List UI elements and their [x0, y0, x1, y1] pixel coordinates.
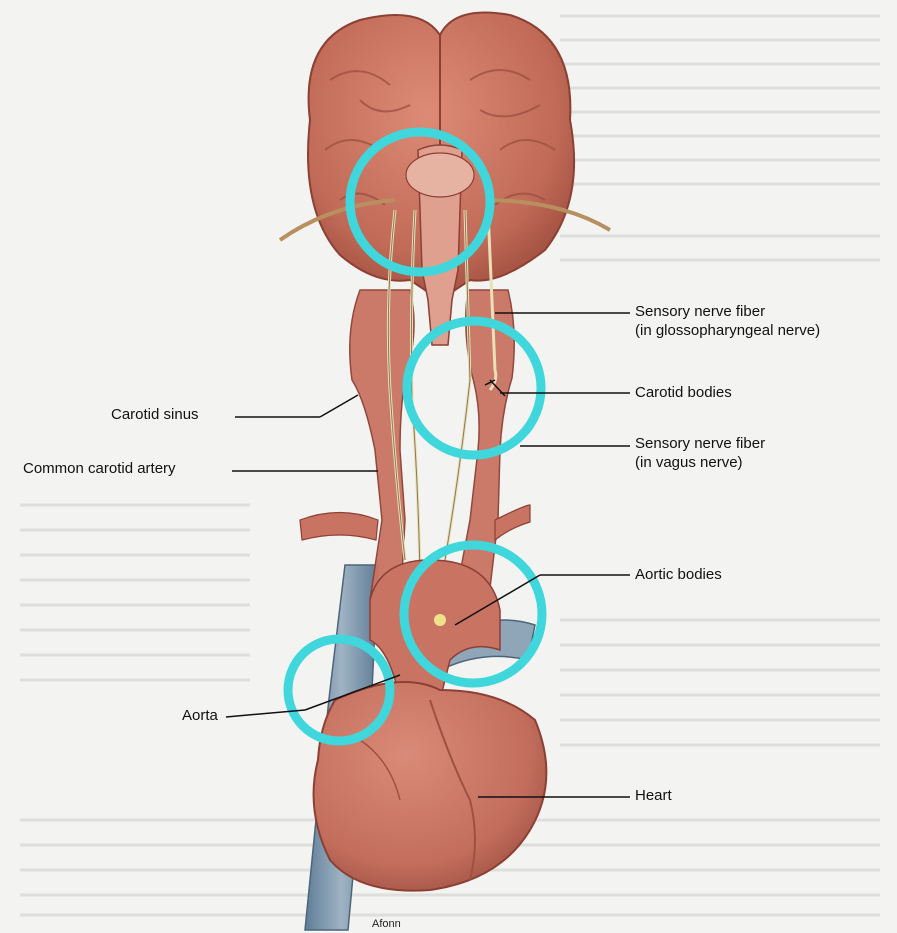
label-aorta: Aorta [182, 707, 218, 725]
label-aortic-bodies: Aortic bodies [635, 566, 722, 584]
label-sensory-vagus: Sensory nerve fiber (in vagus nerve) [635, 434, 765, 472]
label-bottom-cut: Afonn [372, 918, 401, 930]
label-sensory-vagus-line2: (in vagus nerve) [635, 453, 765, 472]
label-common-carotid: Common carotid artery [23, 460, 176, 478]
heart [314, 682, 547, 891]
label-sensory-glosso: Sensory nerve fiber (in glossopharyngeal… [635, 302, 820, 340]
brain [308, 13, 574, 346]
label-sensory-vagus-line1: Sensory nerve fiber [635, 434, 765, 453]
label-sensory-glosso-line1: Sensory nerve fiber [635, 302, 820, 321]
label-sensory-glosso-line2: (in glossopharyngeal nerve) [635, 321, 820, 340]
label-carotid-sinus: Carotid sinus [111, 406, 199, 424]
label-carotid-bodies: Carotid bodies [635, 384, 732, 402]
label-heart: Heart [635, 787, 672, 805]
aortic-body-node [434, 614, 446, 626]
